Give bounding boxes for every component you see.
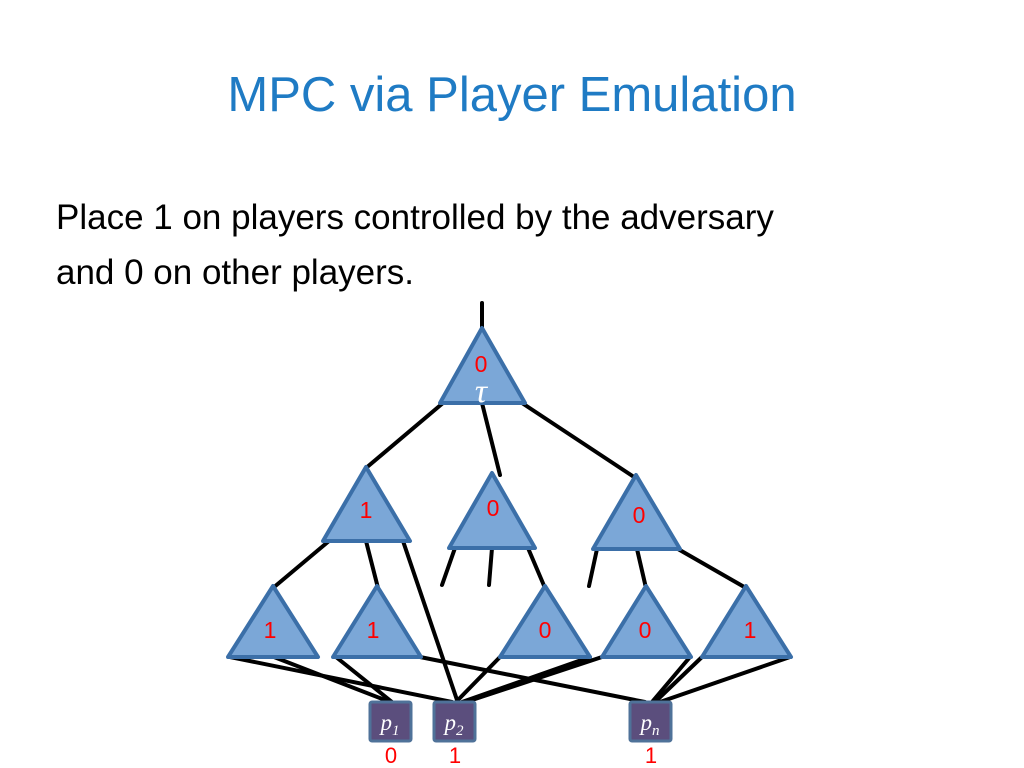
root-triangle-bit: 0: [475, 351, 488, 377]
edge-l3-3-to-player-2: [454, 655, 502, 704]
body-text-line-2: and 0 on other players.: [56, 253, 415, 292]
player-n[interactable]: pn 1: [628, 700, 673, 768]
player-n-box[interactable]: [628, 700, 673, 743]
player-1-bit: 0: [385, 743, 397, 768]
level3-triangle-4-bit: 0: [639, 617, 652, 643]
root-triangle-shape[interactable]: [438, 326, 527, 405]
player-2[interactable]: p2 1: [432, 700, 477, 768]
edge-l3-5-to-player-nb: [658, 655, 792, 704]
edge-l2-1-to-l3-1: [271, 539, 331, 590]
level3-triangle-4[interactable]: 0: [600, 584, 693, 659]
level2-triangle-3[interactable]: 0: [591, 473, 682, 551]
edge-l3-1-to-player-1: [272, 655, 392, 704]
player-1-label: p1: [379, 710, 400, 739]
edge-l3-4-to-player-n: [650, 655, 692, 704]
level3-triangle-1-shape[interactable]: [226, 584, 320, 659]
root-protocol-triangle[interactable]: 0 τ: [438, 326, 527, 410]
player-n-bit: 1: [645, 743, 657, 768]
level2-triangle-1-shape[interactable]: [321, 465, 412, 543]
level3-triangle-3[interactable]: 0: [498, 584, 592, 659]
player-1[interactable]: p1 0: [368, 700, 413, 768]
level2-triangle-2[interactable]: 0: [447, 471, 537, 550]
level2-triangle-3-bit: 0: [633, 502, 646, 528]
edge-l2-2-stub-a: [440, 546, 457, 587]
player-2-bit: 1: [449, 743, 461, 768]
edge-root-to-l2-2: [480, 401, 502, 477]
player-1-box[interactable]: [368, 700, 413, 743]
level3-triangle-3-bit: 0: [539, 617, 552, 643]
edge-root-to-l2-1: [364, 401, 445, 470]
edge-l2-3-to-l3-4: [635, 547, 648, 590]
level2-triangle-2-shape[interactable]: [447, 471, 537, 550]
page-title: MPC via Player Emulation: [227, 68, 797, 122]
level3-triangle-5-bit: 1: [744, 617, 757, 643]
edge-l3-4-to-player-2: [464, 655, 604, 704]
level3-triangle-3-shape[interactable]: [498, 584, 592, 659]
level3-triangle-5-shape[interactable]: [700, 584, 793, 659]
root-triangle-tau-symbol: τ: [475, 373, 489, 410]
tree-edges: [228, 301, 792, 704]
edge-l3-5-to-player-n: [653, 655, 704, 704]
level2-triangle-1[interactable]: 1: [321, 465, 412, 543]
level3-triangle-2-shape[interactable]: [331, 584, 423, 659]
player-2-box[interactable]: [432, 700, 477, 743]
body-text: Place 1 on players controlled by the adv…: [56, 190, 956, 300]
edge-l2-2-stub-b: [487, 546, 494, 587]
edge-l2-3-stub-a: [587, 547, 599, 588]
player-n-label: pn: [639, 710, 660, 739]
edge-l2-1-to-player-2: [401, 539, 459, 702]
level2-triangle-3-shape[interactable]: [591, 473, 682, 551]
edge-l2-1-to-l3-2: [364, 539, 380, 590]
edge-l2-2-to-l3-3: [526, 546, 547, 590]
level3-triangle-5[interactable]: 1: [700, 584, 793, 659]
edge-l3-2-to-player-1: [334, 655, 394, 704]
level2-triangle-1-bit: 1: [360, 497, 373, 523]
level2-triangle-2-bit: 0: [487, 495, 500, 521]
body-text-line-1: Place 1 on players controlled by the adv…: [56, 198, 774, 237]
edge-root-to-l2-3: [520, 401, 636, 479]
level3-triangle-1[interactable]: 1: [226, 584, 320, 659]
level3-triangle-2[interactable]: 1: [331, 584, 423, 659]
edge-l3-1-to-player-2: [228, 655, 454, 704]
level3-triangle-4-shape[interactable]: [600, 584, 693, 659]
player-2-label: p2: [443, 710, 465, 739]
edge-l2-3-to-l3-5: [676, 547, 748, 590]
level3-triangle-2-bit: 1: [367, 617, 380, 643]
level3-triangle-1-bit: 1: [264, 617, 277, 643]
